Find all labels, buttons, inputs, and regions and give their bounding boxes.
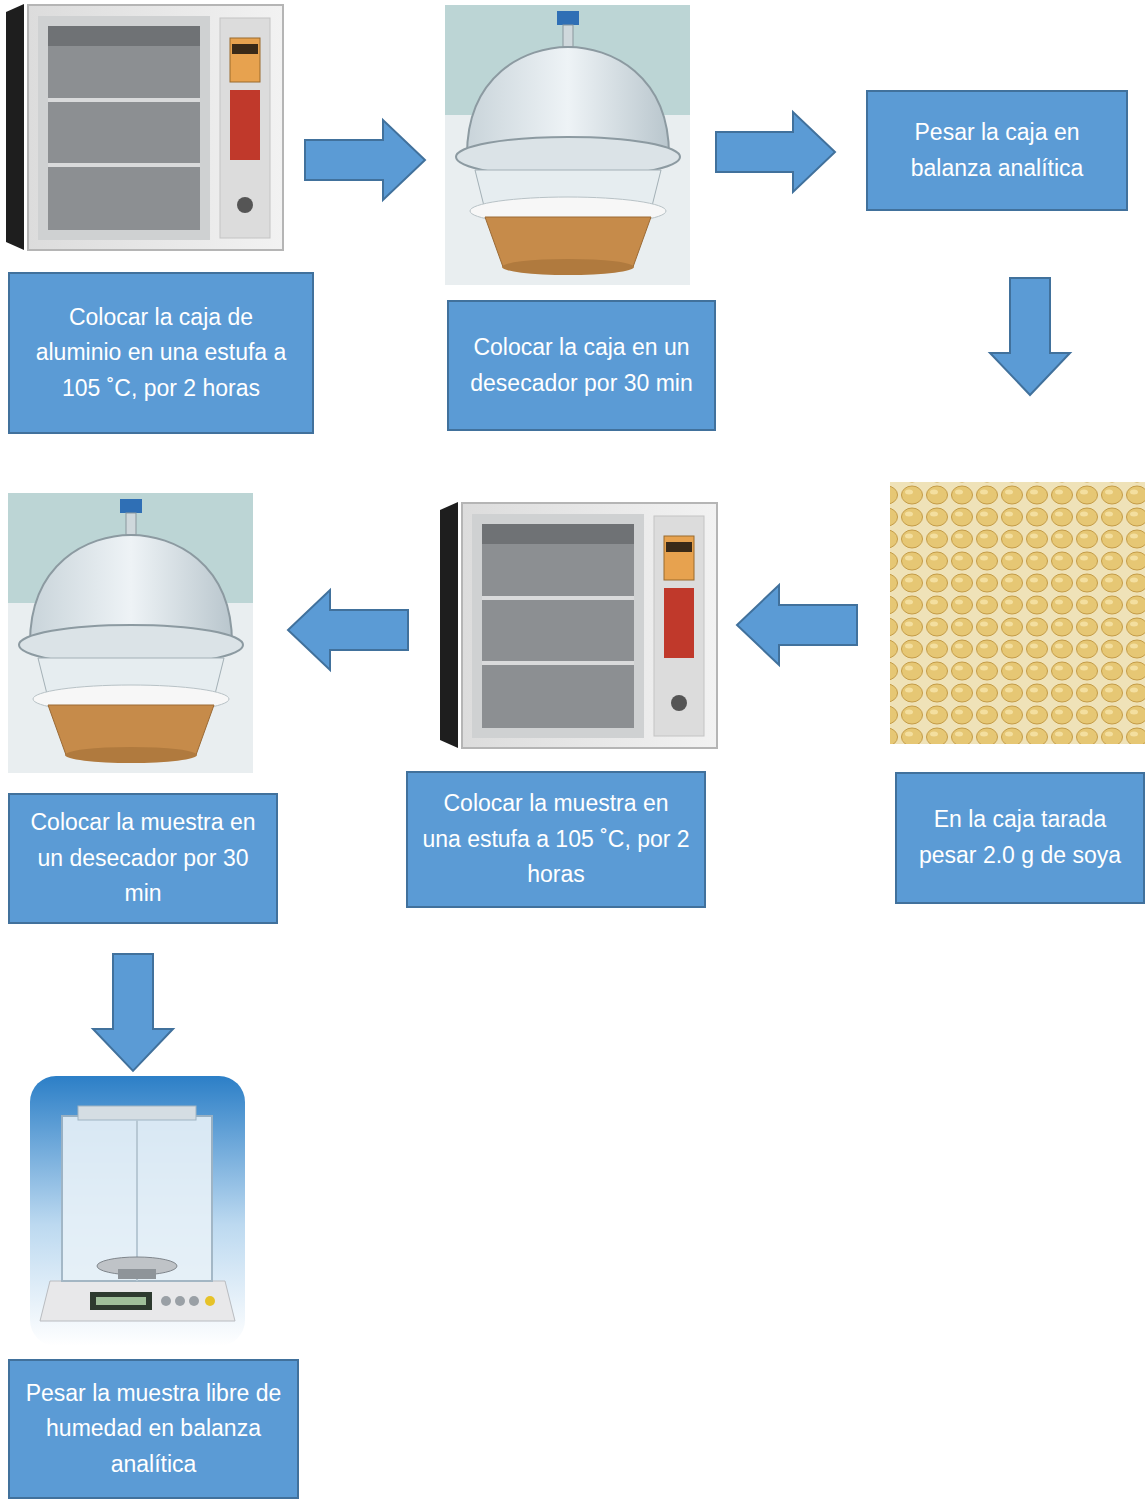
soybean-illustration (890, 482, 1145, 744)
step-text: Colocar la muestra en un desecador por 3… (24, 805, 262, 912)
block-arrow (737, 585, 857, 665)
oven-illustration (6, 4, 283, 250)
block-arrow (716, 112, 835, 192)
flow-arrow (305, 120, 425, 200)
block-arrow (288, 590, 408, 670)
flow-arrow (737, 585, 857, 665)
process-box: Pesar la caja en balanza analítica (866, 90, 1128, 211)
process-box: Colocar la caja en un desecador por 30 m… (447, 300, 716, 431)
flow-arrow (288, 590, 408, 670)
flow-arrow (990, 278, 1070, 395)
process-box: Pesar la muestra libre de humedad en bal… (8, 1359, 299, 1499)
oven-illustration (440, 502, 717, 748)
block-arrow (93, 954, 173, 1071)
block-arrow (990, 278, 1070, 395)
flow-arrow (93, 954, 173, 1071)
process-box: Colocar la caja de aluminio en una estuf… (8, 272, 314, 434)
step-text: En la caja tarada pesar 2.0 g de soya (911, 802, 1129, 873)
desiccator-illustration (445, 5, 690, 285)
desiccator-illustration (8, 493, 253, 773)
process-box: Colocar la muestra en una estufa a 105 ˚… (406, 771, 706, 908)
step-text: Colocar la caja en un desecador por 30 m… (463, 330, 700, 401)
balance-illustration (30, 1076, 245, 1346)
step-text: Pesar la muestra libre de humedad en bal… (24, 1376, 283, 1483)
flow-arrow (716, 112, 835, 192)
process-box: En la caja tarada pesar 2.0 g de soya (895, 772, 1145, 904)
block-arrow (305, 120, 425, 200)
step-text: Pesar la caja en balanza analítica (882, 115, 1112, 186)
step-text: Colocar la caja de aluminio en una estuf… (24, 300, 298, 407)
process-box: Colocar la muestra en un desecador por 3… (8, 793, 278, 924)
step-text: Colocar la muestra en una estufa a 105 ˚… (422, 786, 690, 893)
